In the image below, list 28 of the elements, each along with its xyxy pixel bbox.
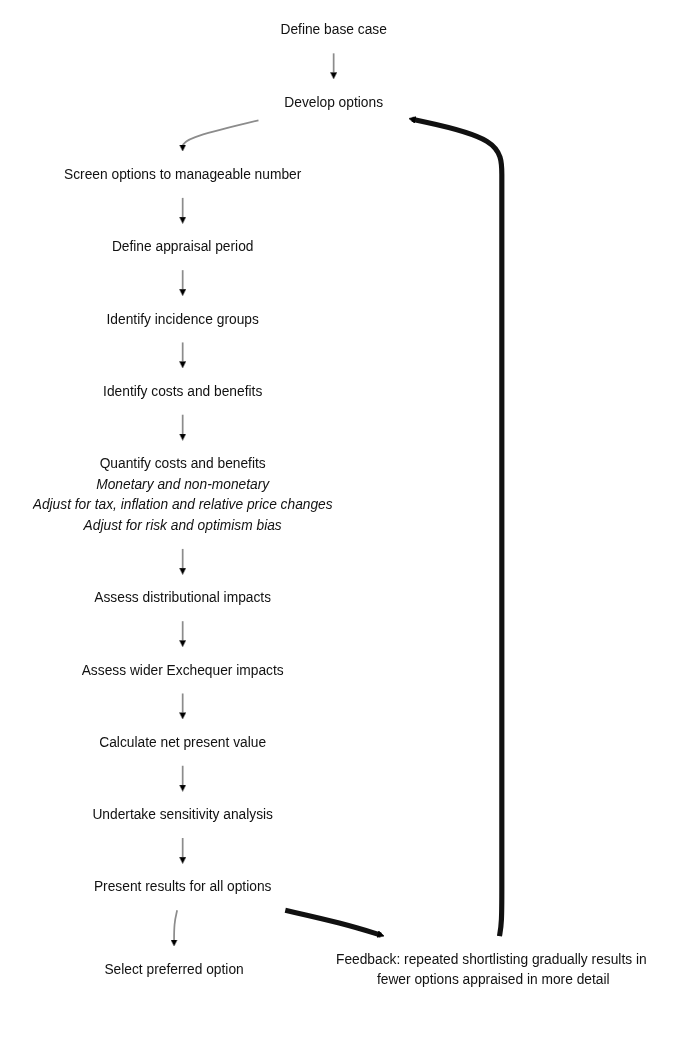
node-text: Define base case	[280, 22, 387, 37]
arrow	[178, 548, 187, 576]
node-text: Identify costs and benefits	[103, 383, 263, 399]
node-text: Develop options	[284, 94, 384, 110]
arrow	[284, 907, 385, 938]
node-text: Undertake sensitivity analysis	[92, 807, 273, 822]
arrow	[178, 269, 187, 297]
node-text: Assess wider Exchequer impacts	[81, 662, 284, 678]
node-text: Screen options to manageable number	[64, 166, 302, 182]
node-text: Present results for all options	[93, 879, 272, 894]
arrow	[170, 909, 178, 947]
node-text: Define appraisal period	[111, 239, 254, 254]
arrow	[178, 119, 260, 152]
arrow	[178, 764, 187, 792]
arrow	[178, 837, 187, 865]
arrow	[178, 197, 187, 225]
node-text: Calculate net present value	[99, 734, 267, 750]
node-text: Select preferred option	[104, 961, 244, 977]
arrow	[178, 413, 187, 441]
arrow	[329, 52, 338, 80]
arrow	[178, 341, 187, 369]
node-text: Quantify costs and benefits Monetary and non-monetary Adjust for tax, inflation and relative price changes Adjust for risk and optimism bias	[32, 456, 333, 533]
node-text: Feedback: repeated shortlisting gradually results in fewer options appraised in more detail	[335, 951, 647, 987]
arrow	[408, 116, 505, 937]
node-text: Identify incidence groups	[106, 311, 259, 327]
arrow	[178, 620, 187, 648]
arrow	[178, 692, 187, 720]
node-text: Assess distributional impacts	[94, 590, 272, 605]
